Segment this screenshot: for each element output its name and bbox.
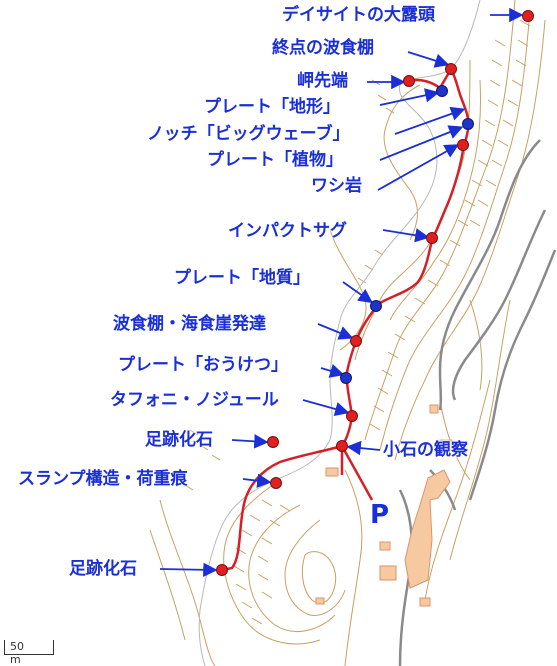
arrow-pebbles: [346, 440, 381, 456]
red-spot-marker-cape-tip[interactable]: [403, 75, 415, 87]
label-pebbles[interactable]: 小石の観察: [383, 440, 468, 460]
red-spot-marker-footprint-1[interactable]: [267, 436, 279, 448]
arrow-slump: [242, 473, 272, 488]
label-eagle-rock[interactable]: ワシ岩: [311, 176, 362, 196]
label-shelf-cliff[interactable]: 波食棚・海食崖発達: [113, 314, 266, 334]
stop-points: [216, 10, 534, 576]
blue-plate-marker-plate-terrain[interactable]: [436, 85, 448, 97]
arrow-tafoni: [302, 399, 350, 417]
label-tafoni[interactable]: タフォニ・ノジュール: [110, 390, 279, 410]
pointer-arrows: [159, 7, 524, 577]
arrow-plate-potholes: [320, 364, 345, 378]
arrow-shelf-cliff: [317, 323, 354, 340]
arrow-plate-terrain: [379, 88, 440, 106]
buildings: [315, 404, 453, 607]
contour-lines: [149, 0, 546, 666]
label-plate-terrain[interactable]: プレート「地形」: [204, 97, 340, 117]
trail-route: [221, 66, 470, 572]
label-plate-plants[interactable]: プレート「植物」: [207, 150, 343, 170]
arrow-footprint-1: [231, 434, 269, 449]
arrow-eagle-rock: [377, 144, 460, 191]
arrow-plate-plants: [379, 125, 464, 161]
arrow-notch: [394, 106, 466, 135]
red-spot-marker-impact-sag[interactable]: [426, 232, 438, 244]
red-spot-marker-terminal-shelf[interactable]: [445, 63, 457, 75]
arrow-plate-geology: [342, 281, 373, 304]
label-daisite[interactable]: デイサイトの大露頭: [282, 5, 435, 25]
blue-plate-marker-plate-geology[interactable]: [370, 300, 382, 312]
label-plate-potholes[interactable]: プレート「おうけつ」: [118, 355, 288, 375]
scale-bar-line: [4, 640, 54, 655]
label-plate-geology[interactable]: プレート「地質」: [174, 268, 310, 288]
red-spot-marker-tafoni[interactable]: [346, 410, 358, 422]
label-footprint-1[interactable]: 足跡化石: [145, 430, 213, 450]
red-spot-marker-pebbles[interactable]: [336, 440, 348, 452]
label-notch[interactable]: ノッチ「ビッグウェーブ」: [147, 124, 350, 144]
label-slump[interactable]: スランプ構造・荷重痕: [18, 469, 188, 489]
scale-label: 50 m: [10, 640, 24, 666]
red-spot-marker-slump[interactable]: [270, 477, 282, 489]
arrow-footprint-2: [159, 562, 218, 577]
blue-plate-marker-notch[interactable]: [462, 118, 474, 130]
blue-plate-marker-plate-potholes[interactable]: [340, 372, 352, 384]
red-spot-marker-daisite[interactable]: [522, 10, 534, 22]
red-spot-marker-shelf-cliff[interactable]: [350, 335, 362, 347]
arrow-terminal-shelf: [407, 51, 450, 68]
label-impact-sag[interactable]: インパクトサグ: [228, 221, 347, 241]
label-footprint-2[interactable]: 足跡化石: [69, 559, 137, 579]
label-terminal-shelf[interactable]: 終点の波食棚: [272, 38, 374, 58]
roads: [398, 139, 557, 666]
red-spot-marker-footprint-2[interactable]: [216, 564, 228, 576]
arrow-impact-sag: [382, 228, 430, 243]
red-spot-marker-plate-plants[interactable]: [457, 139, 469, 151]
parking-marker[interactable]: P: [370, 500, 390, 530]
label-cape-tip[interactable]: 岬先端: [297, 71, 348, 91]
